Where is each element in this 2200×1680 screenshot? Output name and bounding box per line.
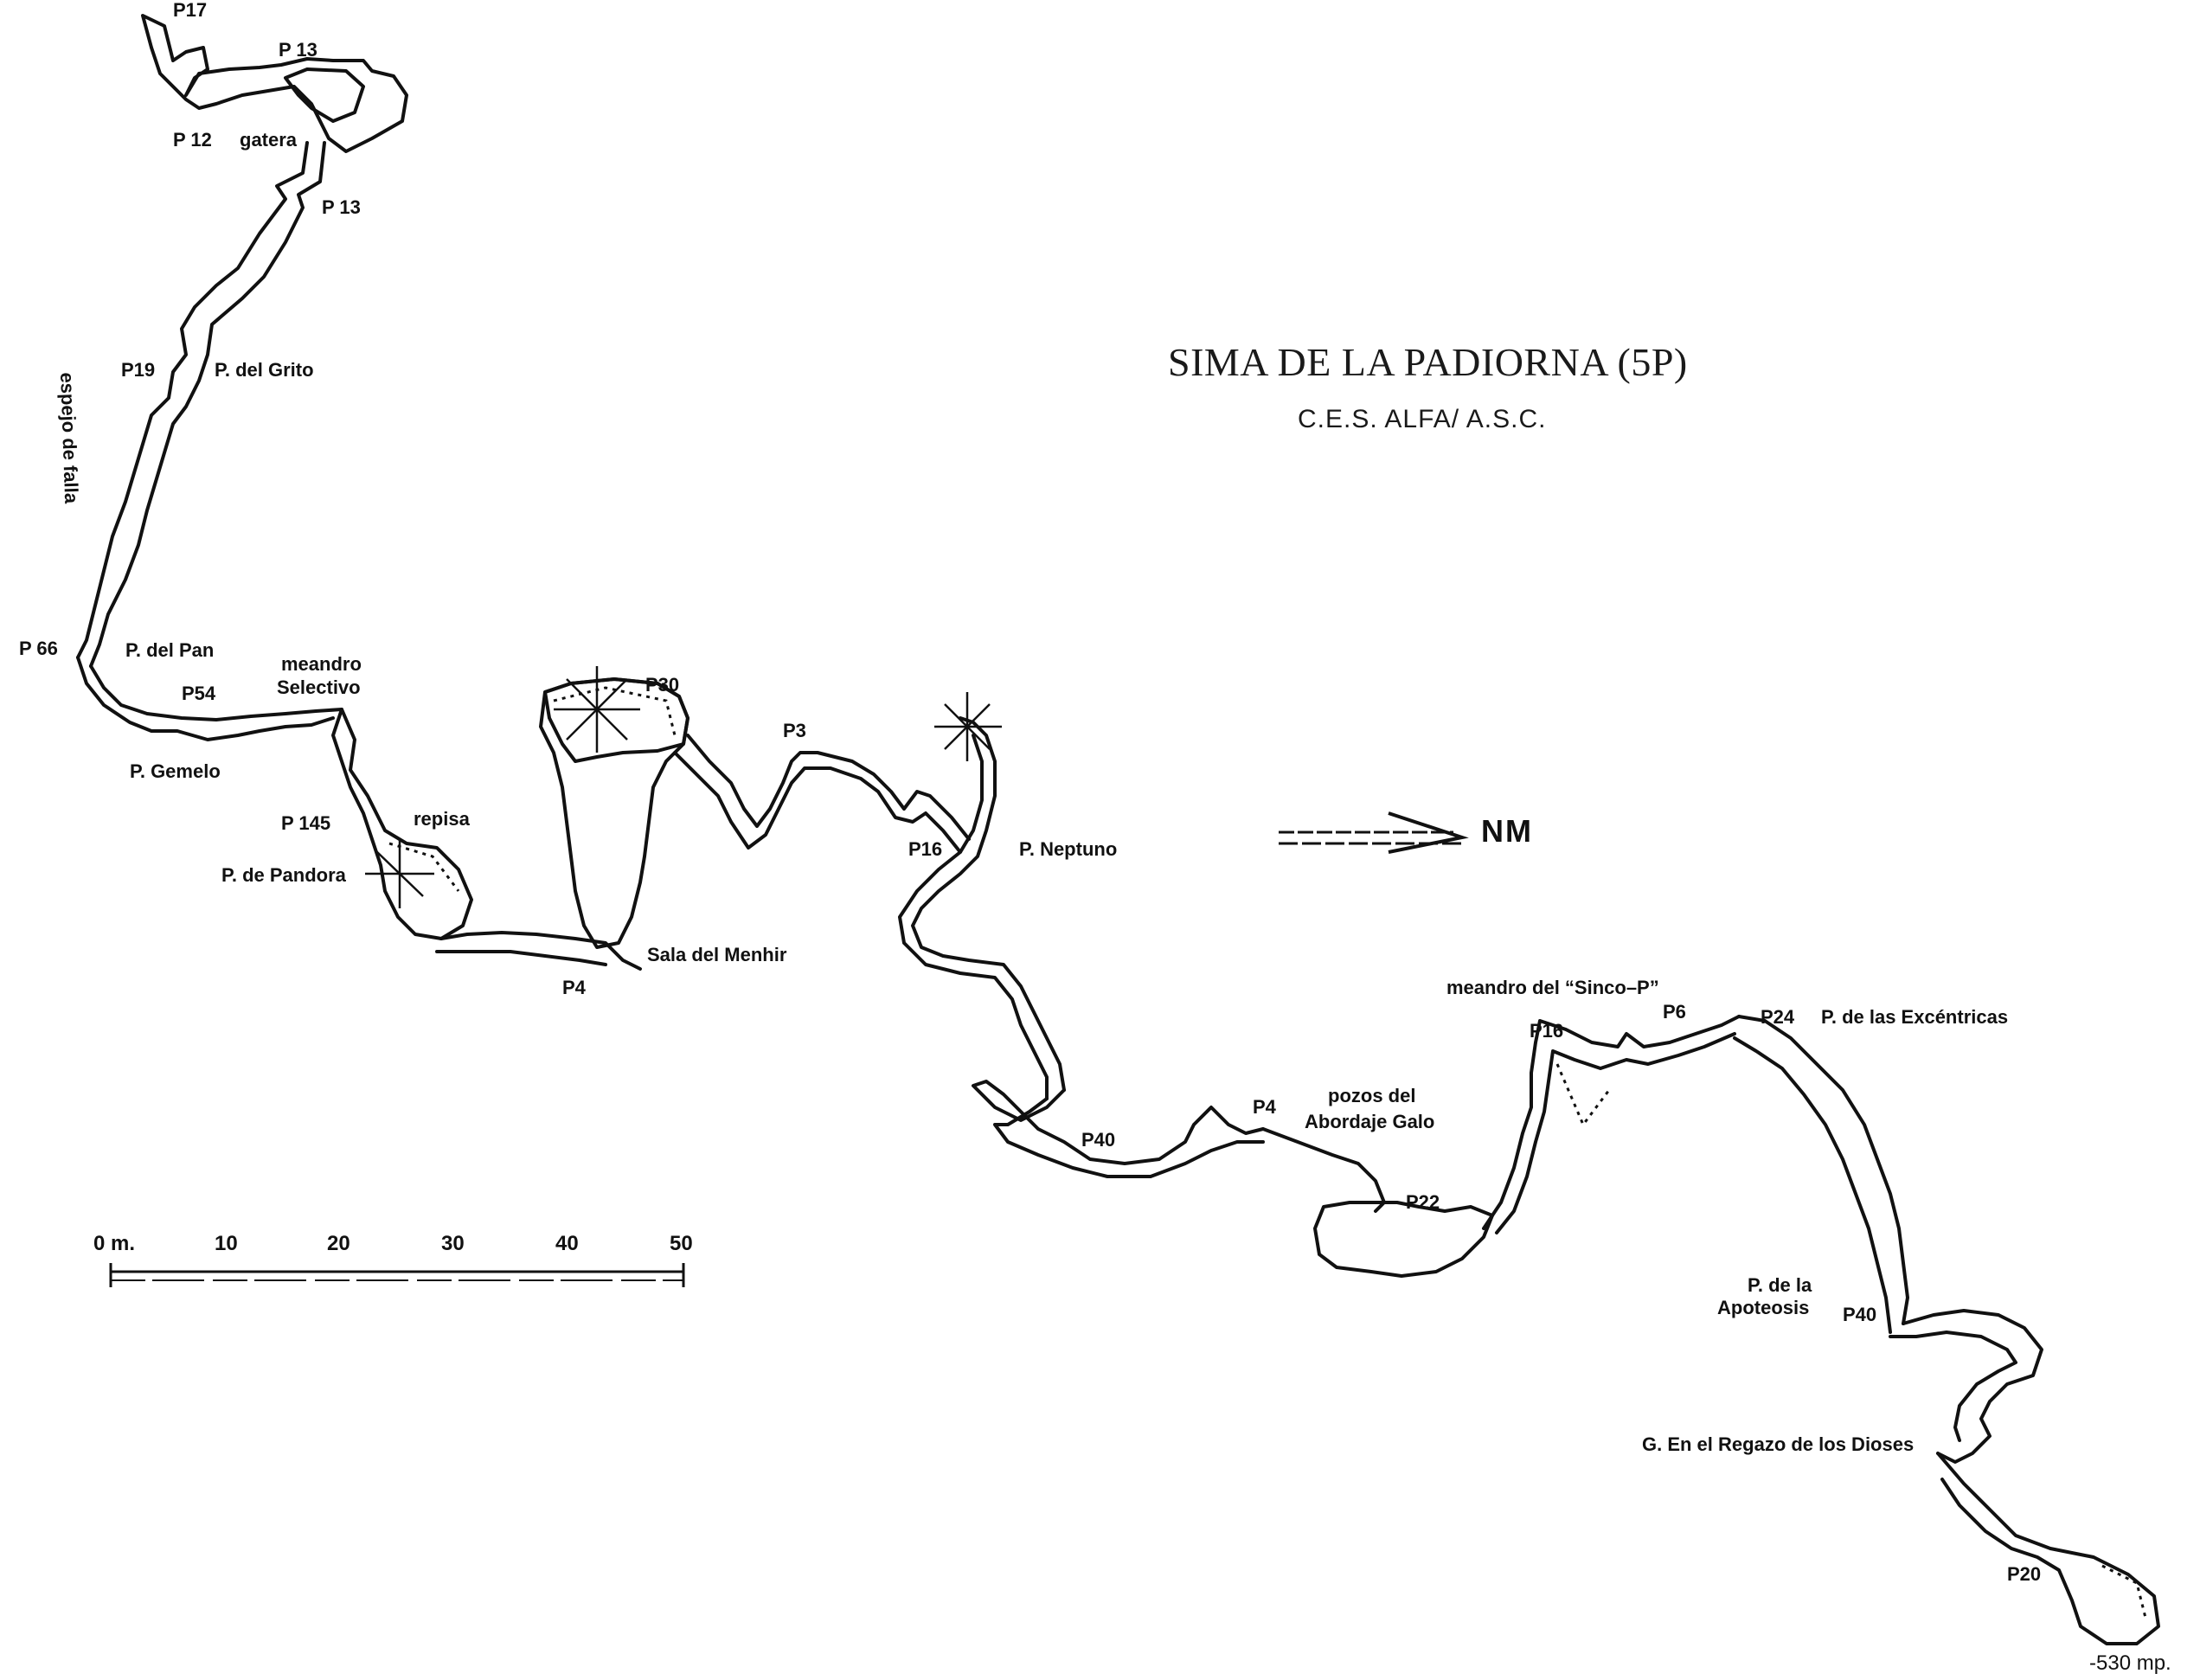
label-repisa: repisa (414, 808, 470, 830)
chamber-sala-menhir (539, 677, 690, 949)
passage-final (1936, 1452, 2160, 1645)
label-p-neptuno: P. Neptuno (1019, 838, 1118, 860)
passage-excentricas (1737, 1015, 1909, 1325)
label-p-grito: P. del Grito (215, 359, 314, 381)
label-p12: P 12 (173, 129, 212, 151)
passage-regazo (1902, 1309, 2043, 1464)
passage-p3-b (673, 751, 962, 854)
label-p13-top: P 13 (279, 39, 317, 61)
label-apoteosis: Apoteosis (1717, 1297, 1810, 1318)
passage-abordaje (1261, 1127, 1386, 1213)
scale-bar (109, 1263, 685, 1287)
map-subtitle: C.E.S. ALFA/ A.S.C. (1298, 405, 1547, 433)
label-p6: P6 (1663, 1001, 1686, 1023)
label-gatera: gatera (240, 129, 298, 151)
label-p-excentricas: P. de las Excéntricas (1821, 1006, 2009, 1028)
label-p22: P22 (1406, 1191, 1440, 1213)
star-p30 (554, 666, 640, 753)
chamber-abordaje (1313, 1201, 1494, 1278)
passage-excentricas-b (1733, 1036, 1892, 1334)
label-espejo-falla: espejo de falla (56, 372, 83, 504)
passage-menhir-link (439, 931, 642, 971)
scale-label-40: 40 (555, 1232, 579, 1255)
pit-rim-p30 (553, 686, 677, 736)
label-selectivo: Selectivo (277, 676, 361, 698)
north-label: NM (1481, 813, 1533, 849)
label-regazo: G. En el Regazo de los Dioses (1642, 1433, 1915, 1455)
north-arrow (1279, 811, 1469, 854)
passage-p40 (972, 1080, 1265, 1165)
label-sala-menhir: Sala del Menhir (647, 944, 787, 965)
chamber-p30-rim (543, 677, 690, 763)
label-meandro-sinco: meandro del “Sinco–P” (1446, 977, 1659, 998)
label-p20: P20 (2007, 1563, 2042, 1585)
star-neptuno (934, 692, 1002, 761)
passage-pan (76, 656, 335, 741)
scale-label-10: 10 (215, 1232, 238, 1255)
label-p145: P 145 (281, 812, 331, 834)
passage-sinco (1482, 1015, 1741, 1230)
scale-label-50: 50 (670, 1232, 693, 1255)
passage-pan-b (89, 664, 343, 721)
label-p16-a: P16 (908, 838, 943, 860)
scale-label-20: 20 (327, 1232, 350, 1255)
scale-label-30: 30 (441, 1232, 465, 1255)
passage-sinco-b (1495, 1032, 1736, 1234)
label-p17: P17 (173, 0, 208, 21)
pit-rim-pandora (388, 842, 460, 892)
label-p16-b: P16 (1530, 1020, 1564, 1042)
star-pandora (365, 839, 434, 908)
label-pozos: pozos del (1328, 1085, 1416, 1106)
label-depth: -530 mp. (2089, 1651, 2171, 1675)
label-p40-a: P40 (1081, 1129, 1116, 1151)
label-meandro: meandro (281, 653, 362, 675)
label-p-pandora: P. de Pandora (221, 864, 346, 886)
label-p30: P30 (645, 674, 680, 696)
passage-regazo-b (1889, 1331, 2017, 1442)
scale-label-0: 0 m. (93, 1232, 136, 1255)
label-p13-mid: P 13 (322, 196, 361, 218)
passage-left-shaft-a (76, 141, 309, 659)
passage-neptuno-b (898, 734, 1049, 1100)
label-p24: P24 (1761, 1006, 1795, 1028)
label-p19: P19 (121, 359, 156, 381)
map-title: SIMA DE LA PADIORNA (5P) (1168, 340, 1688, 384)
label-p54: P54 (182, 683, 216, 704)
label-p-gemelo: P. Gemelo (130, 760, 221, 782)
label-p40-b: P40 (1843, 1304, 1877, 1325)
label-abordaje: Abordaje Galo (1305, 1111, 1435, 1132)
label-p-de-la: P. de la (1748, 1274, 1812, 1296)
passage-entrance-inner (284, 67, 365, 123)
label-p3: P3 (783, 720, 806, 741)
passage-p40-b (993, 1097, 1265, 1178)
passage-neptuno (911, 716, 1066, 1092)
label-p4-a: P4 (562, 977, 586, 998)
passage-left-shaft-b (89, 141, 326, 668)
label-p-left: P 66 (19, 638, 58, 659)
passage-menhir-link-b (435, 950, 607, 966)
label-p4-b: P4 (1253, 1096, 1276, 1118)
label-p-pan: P. del Pan (125, 639, 215, 661)
passage-entrance (141, 14, 408, 153)
pit-rim-sinco (1555, 1063, 1611, 1127)
pit-rim-final (2101, 1564, 2147, 1619)
passage-p3 (686, 734, 971, 841)
